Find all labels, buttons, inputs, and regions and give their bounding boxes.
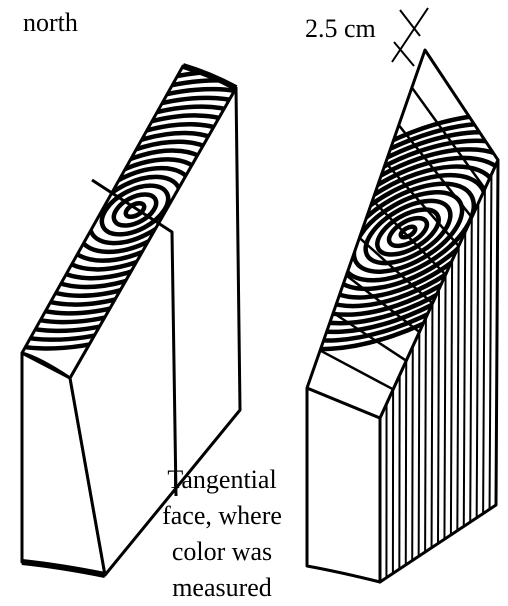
caption-line-2: face, where	[138, 498, 306, 534]
caption-line-1: Tangential	[138, 462, 306, 498]
strip-edge	[451, 260, 452, 535]
strip-edge	[438, 289, 439, 544]
strip-edge	[457, 246, 458, 531]
strip-edge	[425, 318, 426, 552]
strip-edge	[444, 275, 445, 540]
right-block-front-face	[307, 388, 380, 582]
strip-edge	[432, 303, 433, 547]
caption-line-3: color was	[138, 534, 306, 570]
north-label: north	[23, 10, 78, 36]
strip-edge	[412, 346, 413, 560]
tangential-face-caption: Tangential face, where color was measure…	[138, 462, 306, 606]
strip-edge	[419, 332, 420, 556]
width-label: 2.5 cm	[305, 16, 376, 42]
